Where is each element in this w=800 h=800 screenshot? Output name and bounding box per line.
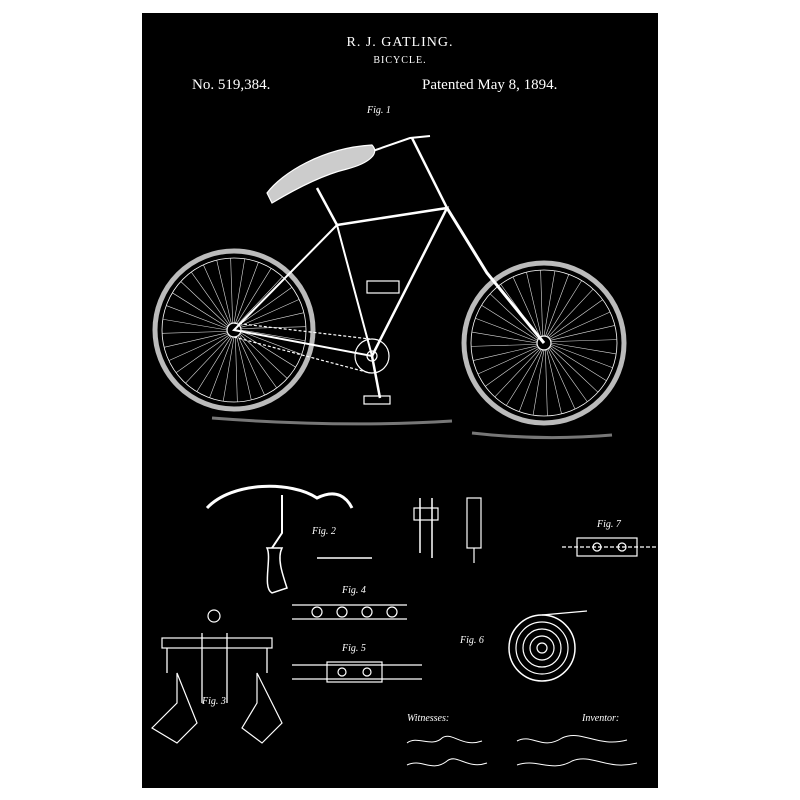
spoke (526, 272, 542, 337)
spoke (547, 288, 594, 338)
spoke (477, 346, 539, 375)
spoke (547, 348, 576, 410)
spoke (222, 336, 235, 402)
spoke (532, 349, 545, 416)
spoke (238, 334, 277, 389)
spoke (237, 276, 283, 325)
spoke (550, 325, 615, 341)
handlebar-drawing (205, 484, 372, 594)
spoke (185, 335, 231, 384)
inventor-name: R. J. GATLING. (346, 35, 454, 50)
spoke (545, 274, 570, 337)
spoke (240, 326, 306, 329)
rear-wheel (152, 248, 316, 412)
spoke (548, 347, 588, 402)
spoke (506, 349, 542, 406)
coil-spring-drawing (508, 610, 588, 682)
wheel-spokes (162, 258, 617, 416)
chain (233, 322, 371, 374)
spoke (548, 299, 603, 339)
spoke (546, 280, 582, 337)
spoke (489, 293, 539, 340)
spoke (235, 262, 259, 324)
main-frame (336, 206, 450, 357)
fig5-label: Fig. 5 (342, 643, 366, 654)
spoke (196, 336, 232, 392)
spring-box (366, 280, 400, 294)
spoke (235, 336, 238, 402)
spoke (233, 258, 246, 324)
witnesses-label: Witnesses: (407, 713, 450, 724)
spoke (545, 349, 548, 416)
spoke (473, 345, 538, 361)
spoke (471, 331, 538, 344)
spoke (166, 305, 228, 329)
spoke (162, 331, 228, 334)
fig3-label: Fig. 3 (202, 696, 226, 707)
spoke (191, 271, 230, 326)
spoke (239, 333, 288, 379)
patent-title: BICYCLE. (373, 55, 427, 66)
spoke (238, 287, 293, 326)
patent-number: No. 519,384. (192, 77, 271, 93)
spoke (236, 336, 252, 400)
spoke (485, 347, 540, 387)
spoke (546, 349, 562, 414)
spoke (494, 348, 541, 398)
spoke (550, 345, 607, 381)
steering-post (410, 137, 449, 209)
rear-frame (231, 223, 374, 358)
spoke (518, 349, 543, 412)
spoke (550, 342, 617, 355)
spoke (230, 258, 233, 324)
front-fork (445, 207, 546, 344)
spoke (162, 318, 228, 331)
spoke (236, 268, 272, 324)
signatures (406, 735, 638, 767)
spoke (164, 332, 228, 348)
spoke (216, 260, 232, 324)
spoke (550, 339, 617, 342)
spoke (512, 276, 541, 338)
patent-drawing (151, 135, 658, 767)
clamp-drawing (562, 537, 658, 557)
fig4-label: Fig. 4 (342, 585, 366, 596)
spoke (540, 270, 543, 337)
pedal-frame-drawing (151, 609, 283, 744)
pedal (363, 395, 391, 405)
inventor-label: Inventor: (582, 713, 620, 724)
spoke (240, 332, 296, 368)
spoke (209, 336, 233, 398)
patent-poster: R. J. GATLING. BICYCLE. No. 519,384. Pat… (142, 13, 658, 788)
bicycle-drawing (152, 135, 627, 440)
spoke (471, 344, 538, 347)
front-wheel (461, 260, 627, 426)
spoke (172, 292, 228, 328)
chainwheel (354, 338, 390, 374)
spoke (237, 335, 265, 396)
spoke (175, 334, 230, 373)
spoke (240, 329, 306, 342)
saddle (266, 144, 376, 204)
chain-link-drawing (292, 604, 422, 683)
spoke (240, 331, 302, 355)
spoke (549, 346, 599, 393)
seat-post-detail (413, 497, 482, 563)
spoke (549, 311, 611, 340)
spoke (475, 317, 538, 342)
spoke (550, 344, 613, 369)
fig6-label: Fig. 6 (460, 635, 484, 646)
patent-date: Patented May 8, 1894. (422, 77, 558, 93)
fig1-label: Fig. 1 (367, 105, 391, 116)
spoke (168, 333, 229, 361)
spoke (543, 270, 556, 337)
fig2-label: Fig. 2 (312, 526, 336, 537)
spoke (481, 305, 538, 341)
spoke (239, 299, 300, 327)
fig7-label: Fig. 7 (597, 519, 621, 530)
spoke (180, 281, 229, 327)
spoke (203, 264, 231, 325)
